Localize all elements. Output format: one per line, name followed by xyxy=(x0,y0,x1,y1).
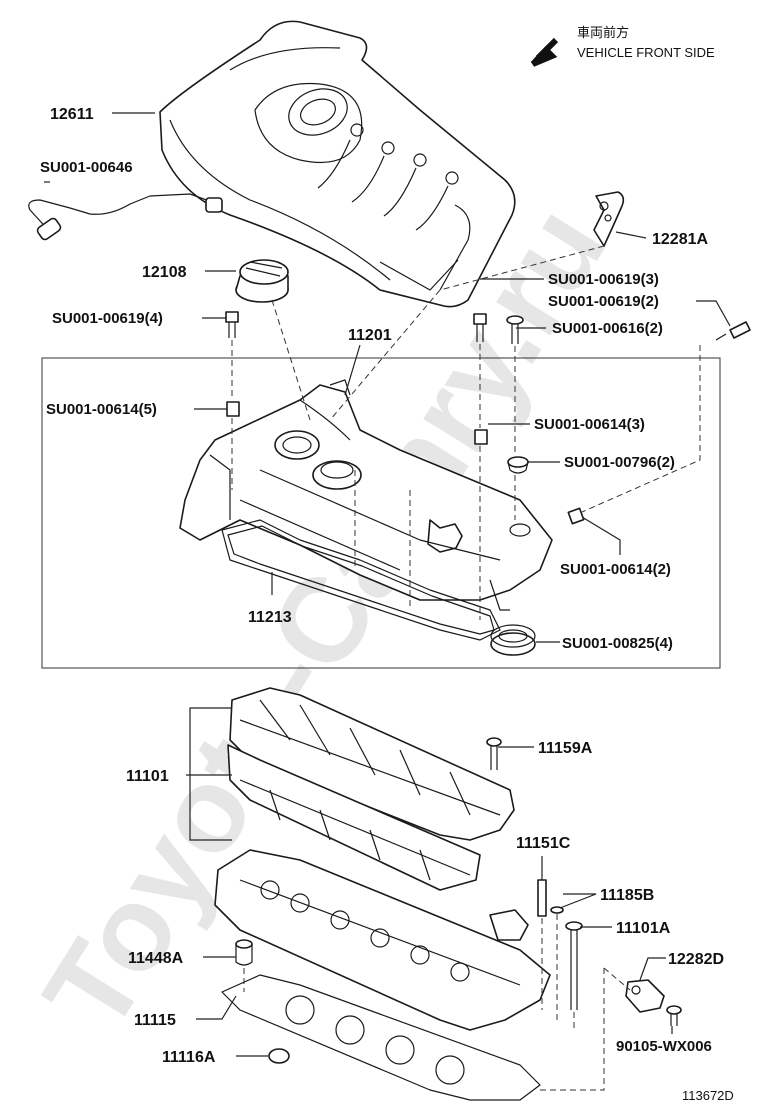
front-label-jp: 車両前方 xyxy=(577,25,629,40)
head-bolt-11101a[interactable] xyxy=(565,921,583,1010)
label-11101[interactable]: 11101 xyxy=(126,768,169,785)
label-12282d[interactable]: 12282D xyxy=(668,951,724,968)
camshaft-housing[interactable] xyxy=(227,687,515,891)
plug-seal-00825-4[interactable] xyxy=(490,624,536,656)
label-11213[interactable]: 11213 xyxy=(248,609,292,626)
bracket-12282d[interactable] xyxy=(625,979,665,1013)
plug-11116a[interactable] xyxy=(268,1048,290,1064)
washer-11185b[interactable] xyxy=(550,906,564,914)
label-11115[interactable]: 11115 xyxy=(134,1012,176,1029)
bolt-00619-4[interactable] xyxy=(225,311,239,338)
cylinder-head-cover[interactable] xyxy=(179,379,553,611)
stud-11151c[interactable] xyxy=(537,879,547,917)
cover-gasket[interactable] xyxy=(221,519,501,641)
dowel-11448a[interactable] xyxy=(235,939,253,966)
grommet-00614-3[interactable] xyxy=(474,429,488,445)
label-90105-wx006[interactable]: 90105-WX006 xyxy=(616,1038,712,1055)
label-su001-00825-4[interactable]: SU001-00825(4) xyxy=(562,635,673,652)
label-11101a[interactable]: 11101A xyxy=(616,920,671,937)
label-11116a[interactable]: 11116A xyxy=(162,1049,216,1066)
label-su001-00619-2[interactable]: SU001-00619(2) xyxy=(548,293,659,310)
label-su001-00619-3[interactable]: SU001-00619(3) xyxy=(548,271,659,288)
label-11201[interactable]: 11201 xyxy=(348,327,392,344)
oil-filler-cap[interactable] xyxy=(235,259,289,303)
label-11159a[interactable]: 11159A xyxy=(538,740,593,757)
vehicle-front-indicator: 車両前方 VEHICLE FRONT SIDE xyxy=(530,25,715,67)
bolt-11159a[interactable] xyxy=(486,737,502,770)
label-su001-00614-2[interactable]: SU001-00614(2) xyxy=(560,561,671,578)
bolt-90105[interactable] xyxy=(666,1005,682,1026)
label-su001-00614-3[interactable]: SU001-00614(3) xyxy=(534,416,645,433)
label-su001-00646[interactable]: SU001-00646 xyxy=(40,159,133,176)
sensor-harness[interactable] xyxy=(28,193,223,241)
cylinder-head[interactable] xyxy=(214,849,551,1031)
label-su001-00614-5[interactable]: SU001-00614(5) xyxy=(46,401,157,418)
front-label-en: VEHICLE FRONT SIDE xyxy=(577,45,715,60)
bolt-00616-2[interactable] xyxy=(506,315,524,344)
grommet-00614-5[interactable] xyxy=(226,401,240,417)
bolt-00619-3[interactable] xyxy=(473,313,487,342)
head-gasket[interactable] xyxy=(221,974,541,1101)
front-arrow-icon xyxy=(530,37,559,67)
label-12281a[interactable]: 12281A xyxy=(652,231,708,248)
diagram-id: 113672D xyxy=(682,1088,734,1103)
label-11151c[interactable]: 11151C xyxy=(516,835,571,852)
engine-cover[interactable] xyxy=(159,20,516,308)
label-su001-00619-4[interactable]: SU001-00619(4) xyxy=(52,310,163,327)
label-su001-00616-2[interactable]: SU001-00616(2) xyxy=(552,320,663,337)
seal-00796-2[interactable] xyxy=(507,456,529,474)
label-12611[interactable]: 12611 xyxy=(50,106,94,123)
bolt-00619-2[interactable] xyxy=(715,321,751,341)
bracket-12281a[interactable] xyxy=(593,191,625,247)
label-11185b[interactable]: 11185B xyxy=(600,887,654,904)
label-12108[interactable]: 12108 xyxy=(142,264,187,281)
assembly-box-11201 xyxy=(41,357,721,669)
label-11448a[interactable]: 11448A xyxy=(128,950,184,967)
label-su001-00796-2[interactable]: SU001-00796(2) xyxy=(564,454,675,471)
grommet-00614-2[interactable] xyxy=(567,507,585,525)
